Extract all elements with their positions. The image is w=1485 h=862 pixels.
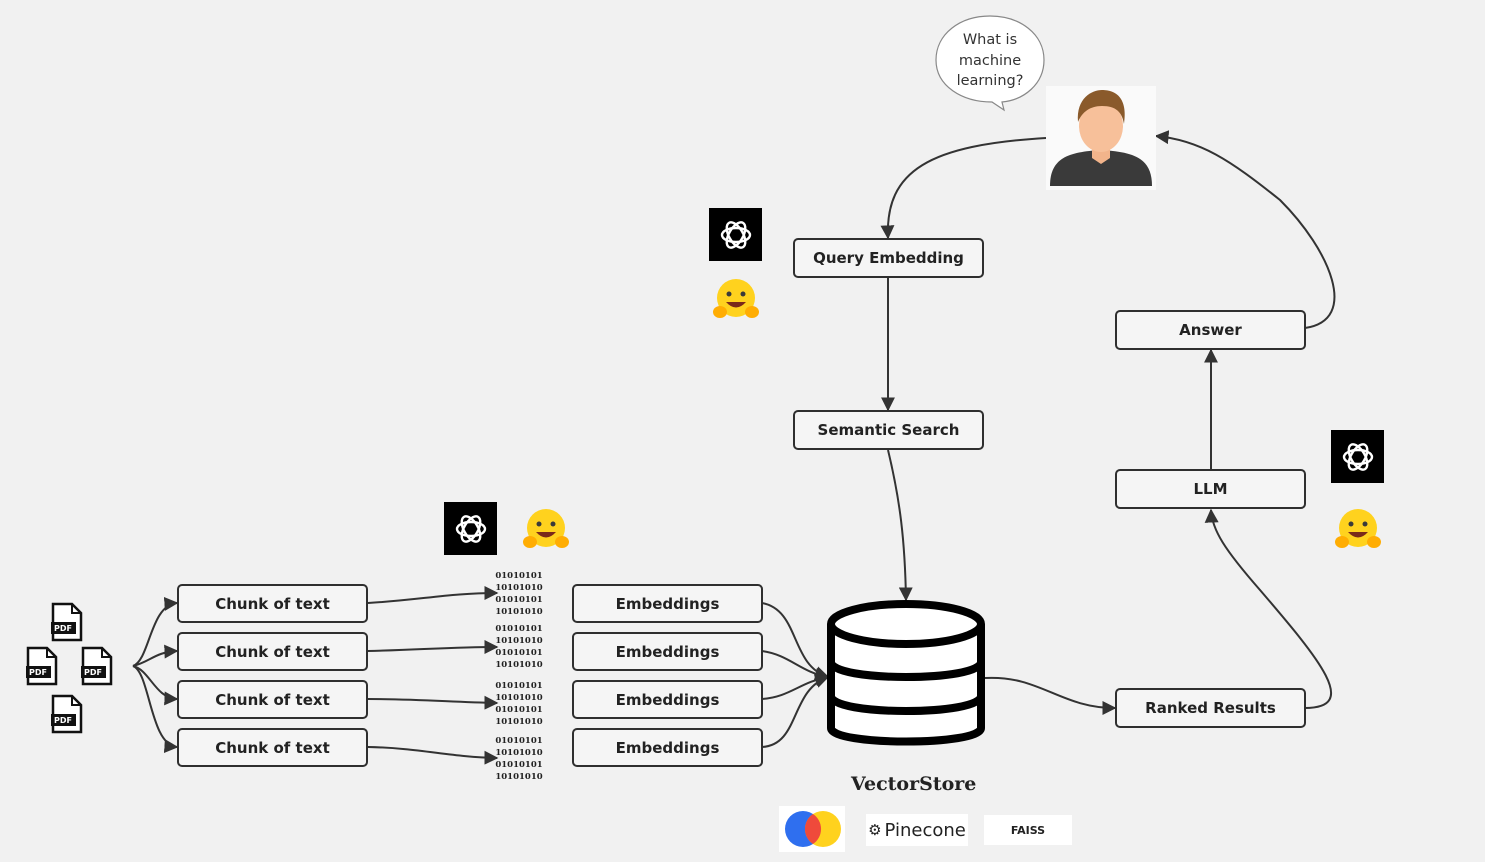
pdf-label: PDF [84,668,102,677]
pinecone-logo: ⚙ Pinecone [866,814,968,846]
pinecone-icon: ⚙ [868,821,882,839]
embeddings-box: Embeddings [572,584,763,623]
huggingface-icon [711,275,761,325]
pdf-label: PDF [29,668,47,677]
binary-line: 01010101 [495,595,543,605]
speech-bubble [935,15,1045,112]
chunk-box: Chunk of text [177,632,368,671]
openai-icon [1331,430,1384,483]
chroma-logo [779,806,845,852]
binary-block: 01010101 10101010 01010101 10101010 [491,623,547,671]
speech-bubble-text: What is machine learning? [945,30,1035,92]
binary-line: 10101010 [495,607,543,617]
pdf-file-icon: PDF [50,602,84,642]
openai-icon [709,208,762,261]
pdf-file-icon: PDF [50,694,84,734]
huggingface-icon [1333,505,1383,555]
binary-line: 10101010 [495,748,543,758]
binary-line: 10101010 [495,583,543,593]
chunk-box: Chunk of text [177,728,368,767]
huggingface-icon [521,505,571,555]
embeddings-box: Embeddings [572,728,763,767]
pdf-file-icon: PDF [80,646,114,686]
vectorstore-label: VectorStore [851,773,977,795]
binary-line: 10101010 [495,772,543,782]
binary-block: 01010101 10101010 01010101 10101010 [491,680,547,728]
faiss-label: FAISS [1010,823,1046,837]
binary-line: 01010101 [495,571,543,581]
binary-line: 10101010 [495,636,543,646]
bubble-line: machine [958,52,1022,69]
embeddings-box: Embeddings [572,680,763,719]
pdf-label: PDF [54,716,72,725]
binary-line: 01010101 [495,760,543,770]
binary-line: 10101010 [495,660,543,670]
pinecone-label: Pinecone [884,819,966,841]
answer-box: Answer [1115,310,1306,350]
pdf-file-icon: PDF [25,646,59,686]
binary-line: 10101010 [495,693,543,703]
binary-block: 01010101 10101010 01010101 10101010 [491,570,547,618]
binary-line: 10101010 [495,717,543,727]
pdf-label: PDF [54,624,72,633]
llm-box: LLM [1115,469,1306,509]
user-avatar [1046,86,1156,190]
bubble-line: What is [962,32,1018,48]
binary-line: 01010101 [495,648,543,658]
chunk-box: Chunk of text [177,584,368,623]
binary-line: 01010101 [495,624,543,634]
chunk-box: Chunk of text [177,680,368,719]
openai-icon [444,502,497,555]
binary-line: 01010101 [495,736,543,746]
binary-block: 01010101 10101010 01010101 10101010 [491,735,547,783]
query-embedding-box: Query Embedding [793,238,984,278]
embeddings-box: Embeddings [572,632,763,671]
faiss-logo: FAISS [984,815,1072,845]
semantic-search-box: Semantic Search [793,410,984,450]
binary-line: 01010101 [495,705,543,715]
bubble-line: learning? [956,73,1024,89]
database-icon [827,600,985,746]
binary-line: 01010101 [495,681,543,691]
ranked-results-box: Ranked Results [1115,688,1306,728]
